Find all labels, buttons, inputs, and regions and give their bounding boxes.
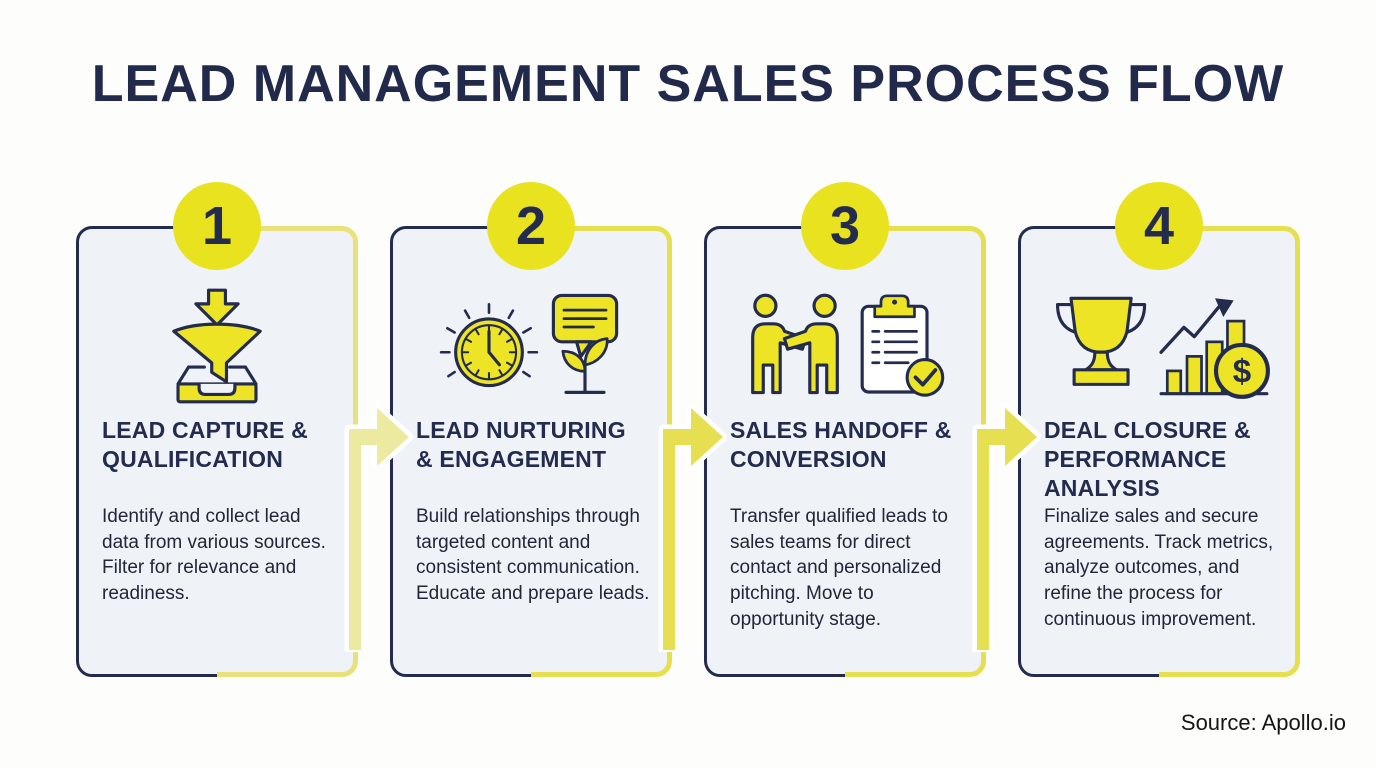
step-3-number-badge: 3 — [801, 182, 889, 270]
step-4-number-badge: 4 — [1115, 182, 1203, 270]
step-card-1: 1 LEAD CAPTURE & QUALIFICATION Identify … — [76, 182, 358, 677]
clipboard-check-icon — [860, 294, 945, 397]
source-credit: Source: Apollo.io — [1180, 710, 1346, 735]
step-2-description: Build relationships through targeted con… — [416, 506, 650, 604]
step-3-icons — [704, 282, 986, 410]
step-1-number-badge: 1 — [173, 182, 261, 270]
step-1-title: LEAD CAPTURE & QUALIFICATION — [102, 417, 308, 472]
step-4-icons: $ — [1018, 282, 1300, 410]
step-1-description: Identify and collect lead data from vari… — [102, 506, 326, 604]
step-2-number-badge: 2 — [487, 182, 575, 270]
step-4-description: Finalize sales and secure agreements. Tr… — [1044, 506, 1274, 630]
trophy-icon — [1055, 296, 1147, 386]
growth-chart-dollar-icon: $ — [1159, 298, 1270, 399]
dollar-sign-glyph: $ — [1233, 353, 1251, 390]
step-3-title: SALES HANDOFF & CONVERSION — [730, 417, 952, 472]
handshake-people-icon — [751, 293, 839, 395]
step-1-icons — [76, 282, 358, 410]
step-2-title: LEAD NURTURING & ENGAGEMENT — [416, 417, 626, 472]
speech-bubble-sprout-icon — [551, 293, 619, 394]
step-card-3: 3 SALES HANDOFF & CONV — [704, 182, 986, 677]
step-card-2: 2 — [390, 182, 672, 677]
flow-arrow-2-3 — [655, 396, 728, 655]
funnel-capture-icon — [172, 288, 262, 404]
step-3-description: Transfer qualified leads to sales teams … — [730, 506, 948, 630]
flow-arrow-3-4 — [969, 396, 1042, 655]
step-2-icons — [390, 282, 672, 410]
flow-arrow-1-2 — [341, 396, 414, 655]
page-title: LEAD MANAGEMENT SALES PROCESS FLOW — [91, 55, 1285, 113]
step-4-title: DEAL CLOSURE & PERFORMANCE ANALYSIS — [1044, 417, 1251, 501]
clock-rays-icon — [439, 303, 539, 388]
step-card-4: 4 — [1018, 182, 1300, 677]
